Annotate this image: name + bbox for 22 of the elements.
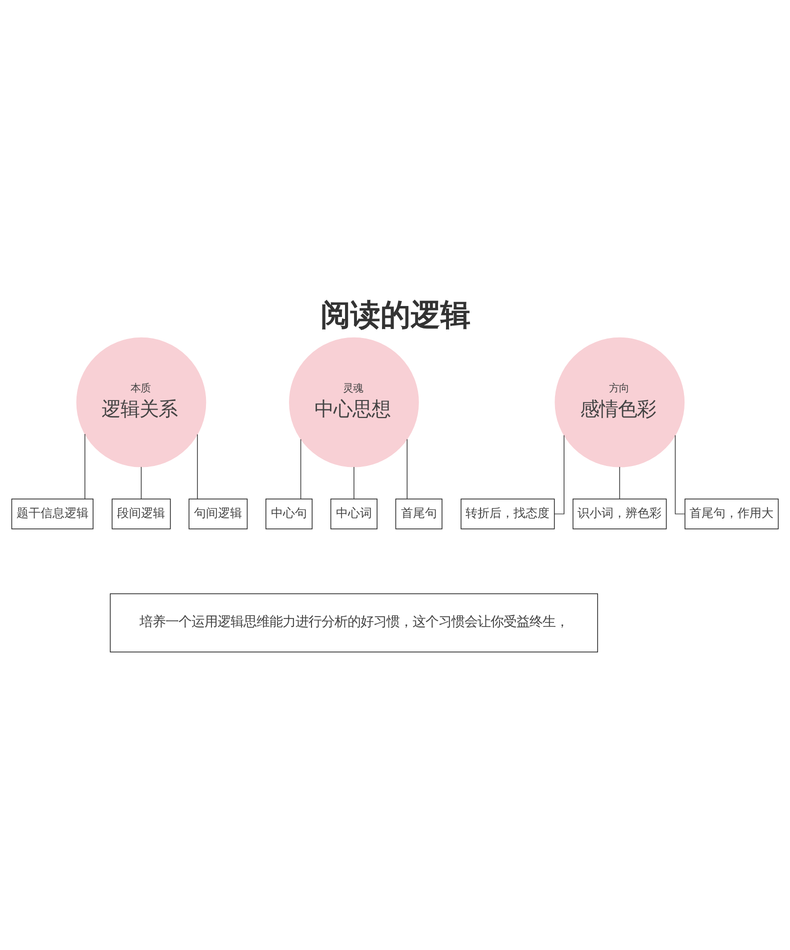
node-box: 段间逻辑 — [112, 498, 171, 529]
connector — [619, 466, 620, 499]
node-box: 识小词，辨色彩 — [572, 498, 667, 529]
node-box: 题干信息逻辑 — [11, 498, 94, 529]
node-box: 首尾句 — [395, 498, 442, 529]
node-box: 培养一个运用逻辑思维能力进行分析的好习惯，这个习惯会让你受益终生， — [110, 592, 598, 652]
node-circle: 方向 感情色彩 — [554, 336, 685, 467]
connector — [300, 438, 302, 499]
node-box: 中心句 — [266, 498, 313, 529]
node-box: 句间逻辑 — [188, 498, 248, 529]
node-box: 首尾句，作用大 — [684, 498, 779, 529]
connector — [197, 433, 198, 499]
connector — [554, 434, 564, 514]
node-box: 中心词 — [330, 498, 378, 529]
diagram-title: 阅读的逻辑 — [320, 298, 471, 333]
connector — [140, 466, 142, 499]
node-circle: 本质 逻辑关系 — [76, 336, 206, 467]
connector — [406, 438, 408, 499]
node-circle: 灵魂 中心思想 — [289, 336, 419, 467]
connector — [674, 434, 686, 514]
node-box: 转折后，找态度 — [460, 498, 555, 529]
connector — [84, 433, 86, 499]
